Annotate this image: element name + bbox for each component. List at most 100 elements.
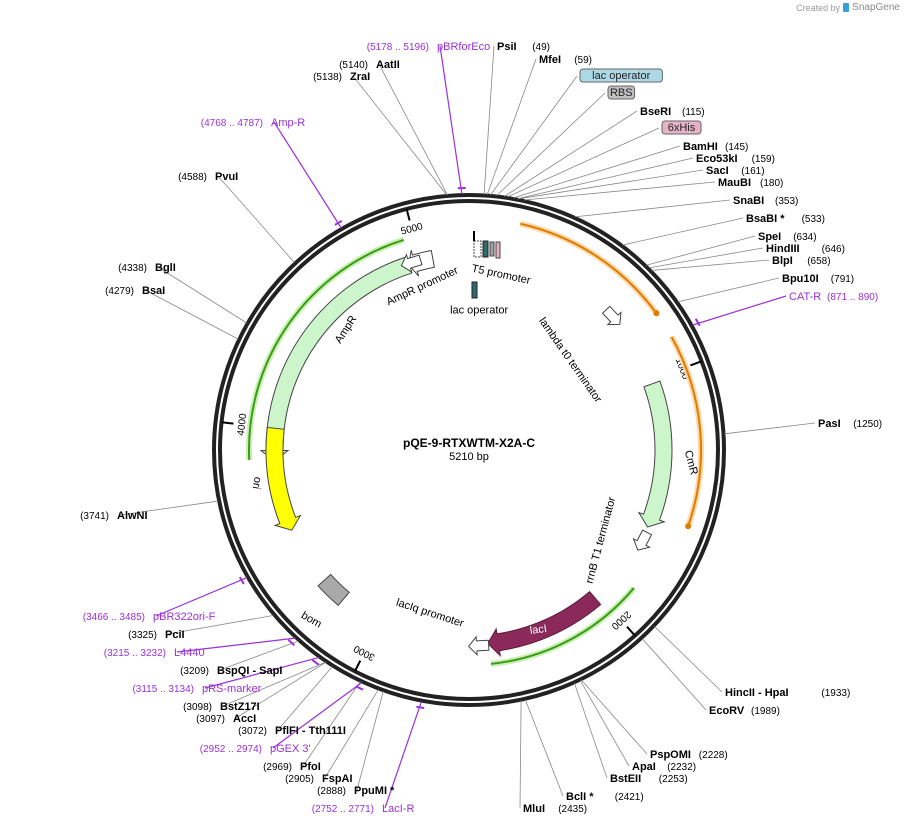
tick-mark: [690, 360, 702, 367]
prs-marker-position: (3115 .. 3134): [132, 684, 194, 695]
his-tag-marker: [495, 241, 501, 259]
bstz17i-leader: [222, 661, 326, 707]
ecorv-name: EcoRV: [709, 705, 745, 717]
ecorv-site: EcoRV (1989): [709, 705, 780, 717]
tick-mark: [353, 660, 362, 672]
eco53ki-leader: [517, 157, 694, 200]
bamhi-site: BamHI(145): [683, 141, 748, 153]
mfei-position: (59): [574, 55, 592, 66]
pbr322ori-f-primer-mark: [238, 576, 245, 585]
pfoi-position: (2969): [263, 762, 292, 773]
snabi-position: (353): [775, 196, 798, 207]
eco53ki-position: (159): [752, 154, 775, 165]
6xhis-leader: [507, 127, 660, 198]
ecorv-position: (1989): [751, 706, 780, 717]
mfei-leader: [486, 58, 537, 195]
bpu10i-name: Bpu10I: [782, 273, 819, 285]
tick-mark: [626, 625, 636, 637]
tick-label: 4000: [236, 413, 249, 437]
bsai-site: (4279)BsaI: [105, 285, 165, 297]
backbone-inner-ring: [218, 199, 720, 701]
pbr322ori-f-name: pBR322ori-F: [153, 611, 216, 623]
alwni-name: AlwNI: [117, 510, 148, 522]
apai-site: ApaI(2232): [632, 761, 696, 773]
site-labels: PsiI(49)MfeI(59)lac operatorRBSBseRI(115…: [80, 41, 882, 815]
pfoi-name: PfoI: [300, 761, 321, 773]
small-feature-arrow: [601, 305, 622, 326]
bseri-position: (115): [682, 107, 705, 118]
pfoi-site: (2969) PfoI: [263, 761, 321, 773]
bsteii-site: BstEII(2253): [610, 773, 688, 785]
plasmid-length: 5210 bp: [449, 451, 489, 463]
feature-arrows: [259, 249, 673, 658]
cat-r-site: CAT-R(871 .. 890): [789, 291, 878, 303]
blpi-position: (658): [807, 256, 830, 267]
l4440-site: (3215 .. 3232)L4440: [104, 647, 205, 659]
bstz17i-site: (3098)BstZ17I: [183, 701, 260, 713]
cm-r-arrow: [637, 380, 673, 528]
bgli-position: (4338): [118, 263, 147, 274]
apai-name: ApaI: [632, 761, 656, 773]
maubi-leader: [524, 181, 716, 201]
pflfi-tth111i-site: (3072)PflFI - Tth111I: [238, 725, 346, 737]
feature-label-bom: bom: [299, 609, 324, 630]
prs-marker-name: pRS-marker: [202, 683, 262, 695]
bspqi-sapi-name: BspQI - SapI: [217, 665, 282, 677]
bcli-site: BclI *(2421): [566, 791, 644, 803]
lac-operator-label-box: [579, 68, 663, 83]
feature-label-lac-operator-in: lac operator: [450, 304, 508, 316]
psii-leader: [483, 45, 495, 195]
bamhi-name: BamHI: [683, 141, 718, 153]
small-feature-arrow: [400, 253, 423, 274]
alwni-site: (3741)AlwNI: [80, 510, 147, 522]
pgex-3-position: (2952 .. 2974): [200, 744, 262, 755]
mlui-position: (2435): [558, 804, 587, 815]
saci-site: SacI(161): [706, 165, 765, 177]
amp-r-name: Amp-R: [271, 117, 305, 129]
hincii-hpai-name: HincII - HpaI: [725, 687, 789, 699]
saci-leader: [518, 169, 704, 200]
fspai-name: FspAI: [322, 773, 353, 785]
bamhi-leader: [513, 145, 681, 199]
cat-r-position: (871 .. 890): [827, 292, 878, 303]
bspqi-sapi-leader: [219, 640, 299, 671]
orange-arc: [670, 336, 702, 527]
orange-arc-glow: [519, 220, 659, 316]
tick-label: 3000: [352, 642, 377, 662]
rbs-label-box: [607, 85, 636, 100]
pspomi-leader: [581, 679, 648, 755]
amp-r-leader: [273, 121, 342, 229]
acci-name: AccI: [233, 713, 256, 725]
rbs-label: RBS: [610, 87, 633, 99]
feature-label-ori: ori: [250, 476, 264, 490]
laci-r-leader: [384, 701, 422, 809]
psii-position: (49): [532, 42, 550, 53]
t5-promoter-marker: [473, 240, 482, 258]
pvui-leader: [217, 175, 295, 263]
pgex-3-site: (2952 .. 2974)pGEX 3': [200, 743, 311, 755]
pvui-site: (4588)PvuI: [178, 171, 238, 183]
pflfi-tth111i-name: PflFI - Tth111I: [275, 725, 346, 737]
eco53ki-site: Eco53kI(159): [696, 153, 775, 165]
aatii-position: (5140): [339, 60, 368, 71]
bsabi-site: BsaBI *(533): [746, 213, 825, 225]
credit-brand: SnapGene: [852, 2, 900, 13]
hindiii-site: HindIII(646): [766, 243, 845, 255]
prs-marker-leader: [204, 656, 320, 689]
hindiii-leader: [648, 247, 764, 269]
tick-label: 5000: [400, 221, 425, 237]
t5-promoter-cluster: [471, 231, 501, 299]
amp-r-primer-mark: [334, 220, 343, 226]
fspai-position: (2905): [285, 774, 314, 785]
6xhis-label-box: [661, 120, 702, 135]
bom-arrow: [317, 573, 350, 607]
l4440-primer-mark: [287, 639, 295, 646]
credit-text: Created by: [796, 2, 841, 13]
bsai-name: BsaI: [142, 285, 165, 297]
snabi-site: SnaBI(353): [733, 195, 798, 207]
pbrforeco-position: (5178 .. 5196): [367, 42, 429, 53]
bseri-name: BseRI: [640, 106, 671, 118]
pgex-3-primer-mark: [355, 685, 364, 691]
orange-arc: [520, 222, 658, 314]
bgli-site: (4338)BglI: [118, 262, 176, 274]
